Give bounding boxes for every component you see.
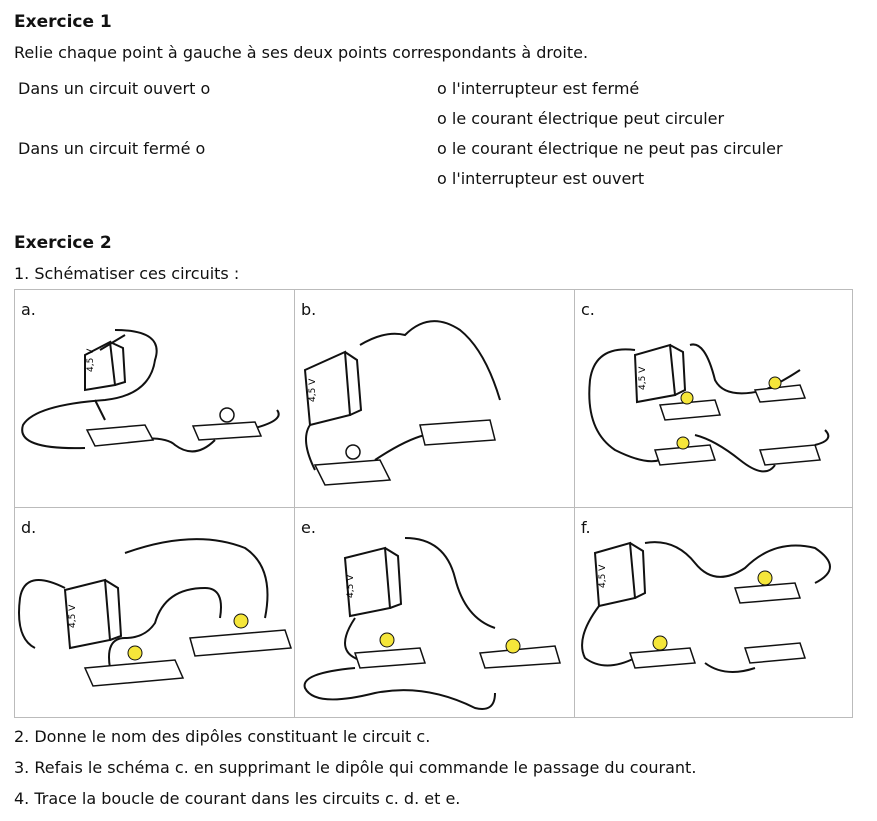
circuit-f-drawing: 4,5 V [581,541,831,673]
battery-label: 4,5 V [638,366,648,390]
question-4: 4. Trace la boucle de courant dans les c… [14,789,461,808]
battery-label: 4,5 V [346,574,356,598]
circuit-e: 4,5 V e. [295,508,574,722]
circuit-b: 4,5 V b. [295,290,574,504]
exercise-1-instruction: Relie chaque point à gauche à ses deux p… [14,43,589,62]
circuit-d: 4,5 V d. [15,508,294,722]
question-3: 3. Refais le schéma c. en supprimant le … [14,758,697,777]
battery-label: 4,5 V [86,348,96,372]
circuit-a: 4,5 V a. [15,290,294,504]
circuit-c: 4,5 V c. [575,290,854,504]
battery-label: 4,5 V [308,378,318,402]
question-2: 2. Donne le nom des dipôles constituant … [14,727,431,746]
grid-divider [574,290,575,717]
circuit-c-label: c. [581,300,595,319]
circuit-grid: 4,5 V a. 4,5 V b. [14,289,853,718]
circuit-a-label: a. [21,300,36,319]
circuit-c-drawing: 4,5 V [588,343,830,473]
circuit-e-label: e. [301,518,316,537]
grid-divider [15,507,852,508]
circuit-b-drawing: 4,5 V [303,320,501,486]
circuit-e-drawing: 4,5 V [303,537,561,710]
circuit-b-label: b. [301,300,317,319]
exercise-2-title: Exercice 2 [14,233,112,253]
grid-divider [294,290,295,717]
battery-label: 4,5 V [598,564,608,588]
battery-label: 4,5 V [68,604,78,628]
exercise-1-title: Exercice 1 [14,12,112,32]
right-item-switch-open: o l'interrupteur est ouvert [437,169,645,188]
left-item-open-circuit: Dans un circuit ouvert o [18,79,211,98]
question-1: 1. Schématiser ces circuits : [14,264,240,283]
circuit-f: 4,5 V f. [575,508,854,722]
left-item-closed-circuit: Dans un circuit fermé o [18,139,206,158]
circuit-d-label: d. [21,518,37,537]
circuit-d-drawing: 4,5 V [18,538,293,687]
circuit-a-drawing: 4,5 V [21,329,280,453]
right-item-switch-closed: o l'interrupteur est fermé [437,79,640,98]
circuit-f-label: f. [581,518,591,537]
right-item-current-flows: o le courant électrique peut circuler [437,109,725,128]
right-item-current-blocked: o le courant électrique ne peut pas circ… [437,139,783,158]
